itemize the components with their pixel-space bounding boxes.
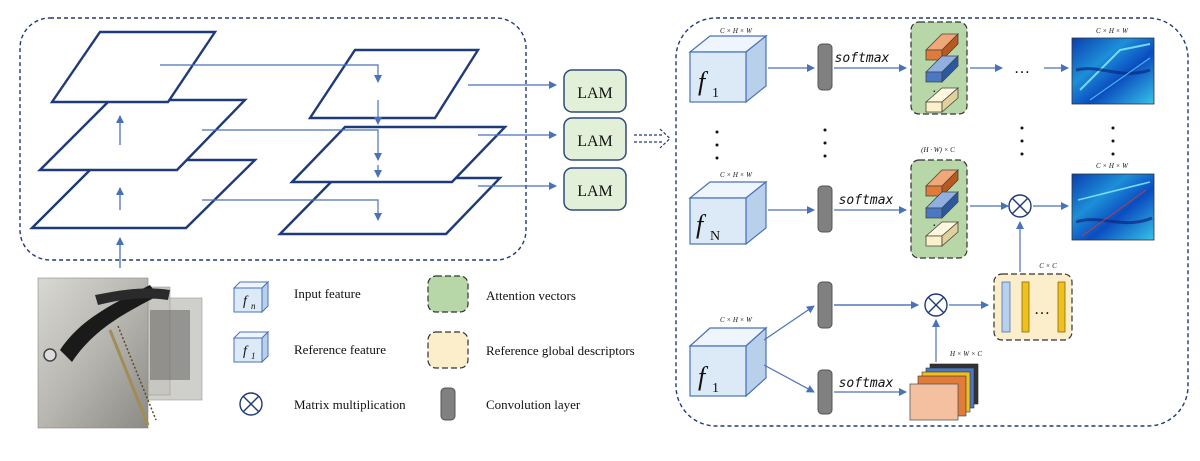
fN-sub: N [710,229,720,244]
multiply-node-row3 [924,293,948,317]
conv-layer-row3-bottom [817,369,833,415]
legend-fn-base: f [243,294,249,309]
input-image-stack [37,277,203,429]
softmax-label-3: softmax [839,376,894,391]
fN-base: f [696,210,707,239]
softmax-label-2: softmax [839,193,894,208]
legend-matrix-multiplication-label: Matrix multiplication [294,397,406,412]
attention-vectors-row1: … [910,21,968,115]
legend-attention-vectors-icon [427,275,469,313]
f1-top-sub: 1 [712,86,719,101]
legend-reference-descriptors-icon [427,331,469,369]
softmax-arrows [834,64,919,396]
legend-reference-feature-label: Reference feature [294,342,386,357]
left-pyramid [29,30,258,230]
reference-descriptors-box: … [993,273,1073,341]
dim-chw-bottom: C × H × W [720,316,753,324]
legend-reference-descriptors-label: Reference global descriptors [486,343,635,358]
legend-f1-sub: 1 [251,351,256,361]
dim-chw-top: C × H × W [720,27,753,35]
descriptor-ellipsis: … [1034,301,1050,318]
lam-group: LAM LAM LAM [563,69,627,211]
descriptor-bar-yellow-1 [1021,281,1030,333]
pyramid-container [19,17,527,261]
lam-box-3 [563,167,627,211]
dim-chw-mid: C × H × W [720,171,753,179]
left-plane-top [49,30,218,104]
expand-arrow [634,128,671,149]
dim-c-c: C × C [1039,262,1057,270]
f1-bottom-base: f [698,362,709,391]
cube-to-conv-arrows [763,64,815,393]
right-plane-middle [289,125,508,184]
vector-bar-cream-1 [924,87,960,113]
left-plane-middle [37,98,248,172]
legend-convolution-layer-icon [440,387,456,421]
legend: f n Input feature f 1 Reference feature … [232,275,635,421]
conv-layer-row3-top [817,281,833,329]
lam-label-1: LAM [577,85,613,102]
legend-fn-sub: n [251,301,256,311]
legend-convolution-layer-label: Convolution layer [486,397,581,412]
dim-h-w-c: H × W × C [949,350,982,358]
descriptor-bar-blue [1001,281,1011,333]
legend-f1-base: f [243,344,249,359]
multiply-node-row2 [1008,194,1032,218]
feature-cube-fN: f N [688,180,768,246]
row1-output-ellipsis: … [1014,60,1030,77]
softmax-label-1: softmax [835,51,890,66]
right-plane-top [307,48,481,120]
lam-detail-container [675,17,1189,427]
output-map-row2 [1071,173,1155,241]
f1-top-base: f [698,67,709,96]
legend-input-feature-icon: f n [232,280,270,314]
attention-vectors-row2: … [910,159,968,259]
descriptor-bar-yellow-2 [1057,281,1066,333]
vertical-ellipsis-group [715,126,1115,160]
input-photo-strap [60,285,158,362]
feature-cube-f1-top: f 1 [688,34,768,104]
right-plane-bottom [277,176,503,236]
legend-input-feature-label: Input feature [294,286,361,301]
dim-out-top: C × H × W [1096,27,1129,35]
lam-label-2: LAM [577,133,613,150]
f1-bottom-sub: 1 [712,381,719,396]
dim-out-mid: C × H × W [1096,162,1129,170]
to-lam-arrows [468,81,557,190]
lam-box-2 [563,117,627,161]
vector-bar-cream-2 [924,221,960,247]
output-map-row1 [1071,37,1155,105]
right-pyramid [277,48,508,236]
left-plane-bottom [29,158,258,230]
lam-label-3: LAM [577,183,613,200]
legend-attention-vectors-label: Attention vectors [486,288,576,303]
vector-bar-blue-2 [925,191,959,219]
vector-bar-blue-1 [925,55,959,83]
conv-layer-row1 [817,43,833,91]
legend-matrix-multiplication-icon [239,392,263,416]
feature-cube-f1-bottom: f 1 [688,326,768,398]
dim-hw-c: (H · W) × C [921,146,955,154]
lateral-connections [160,64,382,221]
conv-layer-row2 [817,185,833,233]
lam-box-1 [563,69,627,113]
legend-reference-feature-icon: f 1 [232,330,270,364]
reference-feature-stack [909,363,979,421]
